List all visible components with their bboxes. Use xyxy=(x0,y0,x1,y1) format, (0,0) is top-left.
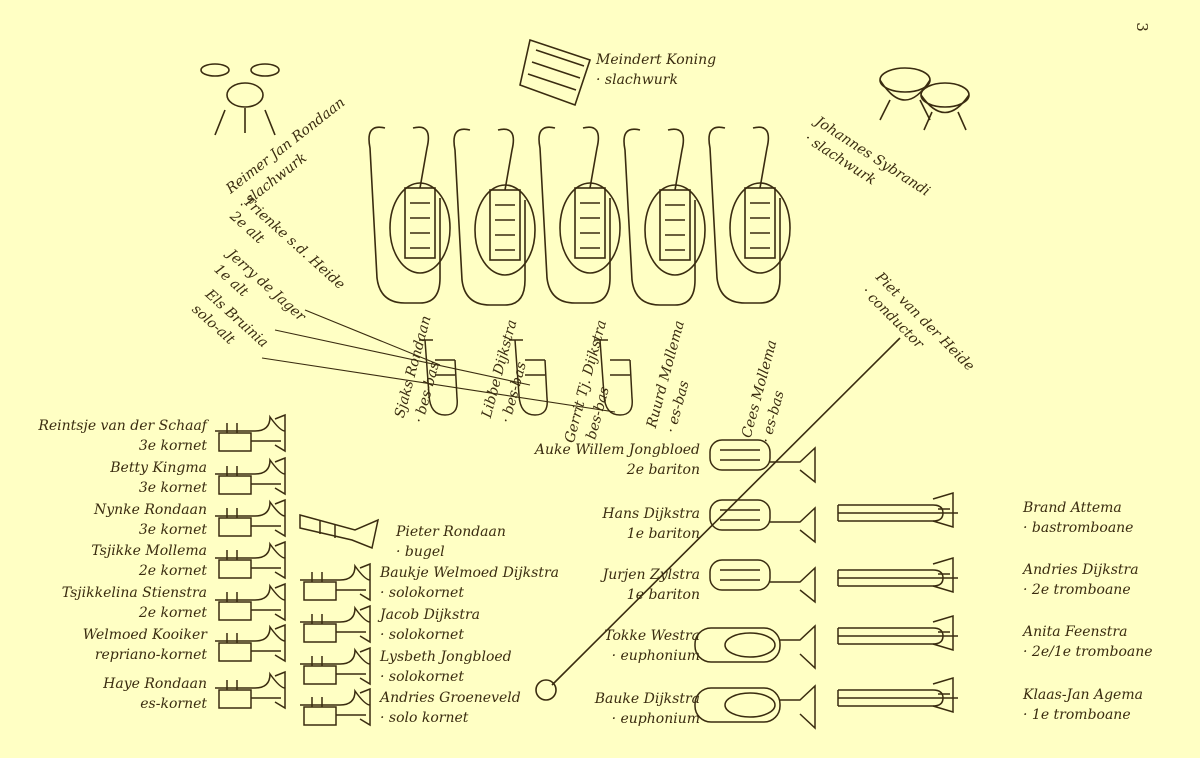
baritone-icon xyxy=(709,439,816,603)
player-label: Brand Attema bastromboane xyxy=(1023,498,1133,538)
player-label: Anita Feenstra 2e/1e tromboane xyxy=(1023,622,1153,662)
player-label: Hans Dijkstra 1e bariton xyxy=(602,506,700,542)
page-number: 3 xyxy=(1132,22,1151,32)
player-label: Welmoed Kooiker repriano-kornet xyxy=(82,627,207,663)
xylophone-icon xyxy=(519,38,592,107)
player-label: Baukje Welmoed Dijkstra solokornet xyxy=(380,563,559,603)
player-label: Reintsje van der Schaaf 3e kornet xyxy=(38,418,207,454)
player-label: Lysbeth Jongbloed solokornet xyxy=(380,647,512,687)
player-label: Haye Rondaan es-kornet xyxy=(103,676,207,712)
player-label: Meindert Koning slachwurk xyxy=(596,50,716,90)
drum-kit-icon xyxy=(200,63,280,136)
player-label: Pieter Rondaan bugel xyxy=(396,522,506,562)
player-label: Jacob Dijkstra solokornet xyxy=(380,605,480,645)
player-label: Tsjikke Mollema 2e kornet xyxy=(91,543,207,579)
tuba-icon xyxy=(368,126,791,306)
player-label: Andries Dijkstra 2e tromboane xyxy=(1023,560,1139,600)
euphonium-icon xyxy=(694,625,816,729)
flugelhorn-icon xyxy=(299,514,380,550)
player-label: Nynke Rondaan 3e kornet xyxy=(93,502,207,538)
player-label: Betty Kingma 3e kornet xyxy=(110,460,207,496)
player-label: Andries Groeneveld solo kornet xyxy=(380,688,521,728)
player-label: Auke Willem Jongbloed 2e bariton xyxy=(534,442,700,478)
conductor-baton-icon xyxy=(535,337,901,701)
player-label: Bauke Dijkstra euphonium xyxy=(595,689,700,729)
player-label: Klaas-Jan Agema 1e tromboane xyxy=(1023,685,1143,725)
timpani-icon xyxy=(879,67,970,131)
cornet-icon xyxy=(214,414,371,726)
player-label: Jurjen Zylstra 1e bariton xyxy=(602,567,700,603)
player-label: Tokke Westra euphonium xyxy=(604,626,700,666)
player-label: Tsjikkelina Stienstra 2e kornet xyxy=(61,585,207,621)
trombone-icon xyxy=(837,492,959,713)
